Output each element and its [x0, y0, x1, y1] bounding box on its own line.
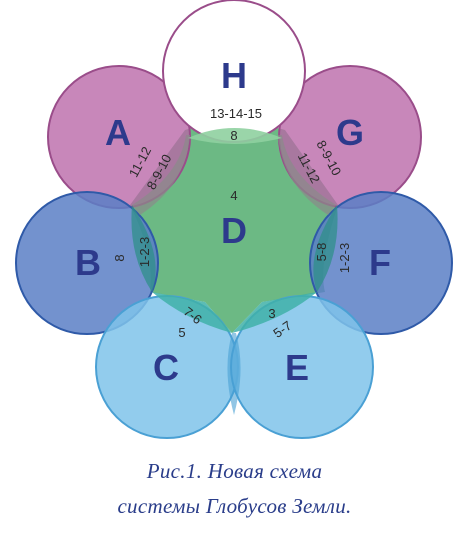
overlap-f-d [313, 205, 338, 292]
globe-d-letter: D [221, 210, 247, 251]
figure-caption-line1: Рис.1. Новая схема [146, 459, 323, 483]
overlap-b-d [131, 205, 156, 292]
globe-b-letter: B [75, 242, 101, 283]
globe-f-numbers: 5-8 [314, 243, 329, 262]
globe-a-letter: A [105, 112, 131, 153]
globe-b-numbers: 8 [112, 254, 127, 261]
globe-f-letter: F [369, 242, 391, 283]
globe-e-letter: E [285, 347, 309, 388]
overlap-c-d [152, 292, 232, 333]
globe-h-numbers: 13-14-15 [210, 106, 262, 121]
globe-d-numbers: 4 [230, 188, 237, 203]
globe-c-sub: 5 [178, 325, 185, 340]
overlap-a-d [132, 135, 190, 215]
globe-h-sub: 8 [230, 128, 237, 143]
globe-g-letter: G [336, 112, 364, 153]
overlap-g-d [278, 135, 336, 215]
globe-e-numbers: 3 [268, 306, 275, 321]
overlap-c-e [227, 333, 241, 415]
globe-d-area [130, 122, 338, 333]
figure-caption-line2: системы Глобусов Земли. [117, 494, 352, 518]
globe-f-circle [309, 191, 453, 335]
globe-b-sub: 1-2-3 [137, 237, 152, 267]
globe-f-sub: 1-2-3 [337, 243, 352, 273]
globe-h-letter: H [221, 55, 247, 96]
globe-c-letter: C [153, 347, 179, 388]
overlap-e-d [232, 292, 317, 333]
globe-b-circle [15, 191, 159, 335]
overlap-h-d [188, 128, 282, 144]
globes-diagram: H A G D B F C E 13-14-15 8 11-12 8-9-10 … [15, 0, 453, 439]
